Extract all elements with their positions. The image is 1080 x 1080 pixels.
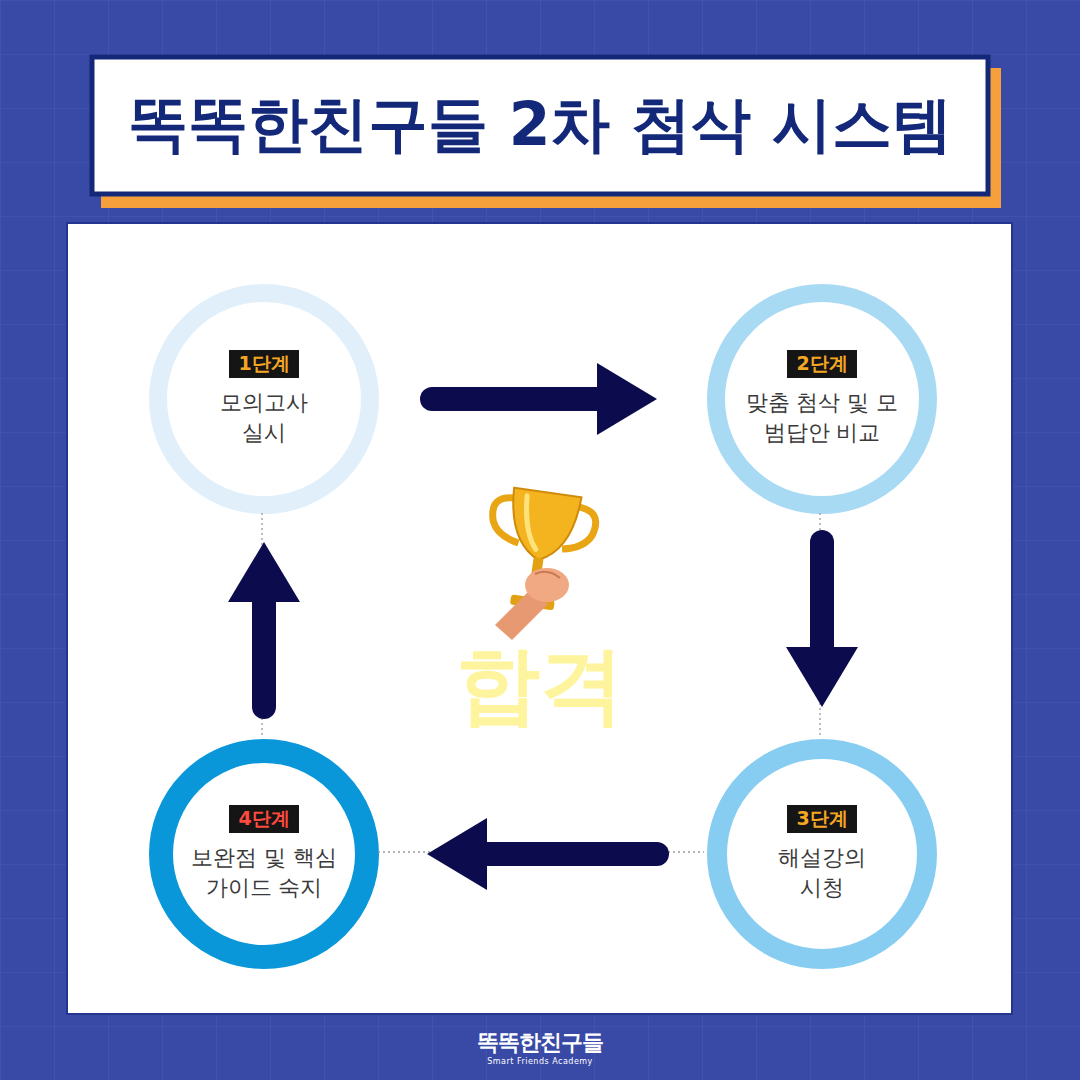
step-badge: 1단계 — [229, 350, 298, 378]
dotted-guide — [261, 513, 262, 736]
step-text: 해설강의 시청 — [767, 843, 877, 902]
circle-ring — [158, 293, 370, 505]
flow-arrow — [810, 542, 834, 667]
step-circle: 3단계해설강의 시청 — [707, 739, 937, 969]
step-badge: 3단계 — [787, 805, 856, 833]
logo-text: 똑똑한친구들 — [0, 1028, 1080, 1058]
content-panel: 합격 1단계모의고사 실시 2단계맞춤 첨삭 및 모범답안 비교 3단계해설강의 시청… — [66, 222, 1013, 1015]
circle-ring — [717, 749, 927, 959]
step-text: 맞춤 첨삭 및 모범답안 비교 — [742, 388, 902, 447]
trophy-handle — [489, 495, 525, 543]
trophy-cup — [505, 488, 582, 565]
step-text: 모의고사 실시 — [209, 388, 319, 447]
trophy-handle — [562, 506, 598, 554]
fist — [525, 568, 569, 602]
circle-ring — [161, 751, 367, 957]
step-badge: 2단계 — [787, 350, 856, 378]
step-circle: 1단계모의고사 실시 — [149, 284, 379, 514]
logo-subtitle: Smart Friends Academy — [0, 1057, 1080, 1066]
title-box — [92, 57, 988, 194]
flow-arrow — [252, 582, 276, 707]
step-text: 보완점 및 핵심 가이드 숙지 — [184, 843, 344, 902]
dotted-guide — [819, 513, 820, 736]
center-label: 합격 — [68, 629, 1011, 743]
trophy-stem — [530, 557, 544, 584]
hand-illustration — [495, 568, 569, 640]
trophy-illustration — [480, 485, 599, 614]
step-circle: 2단계맞춤 첨삭 및 모범답안 비교 — [707, 284, 937, 514]
flow-arrow — [432, 387, 617, 411]
step-badge: 4단계 — [229, 805, 298, 833]
flow-arrow — [467, 842, 657, 866]
trophy-shine — [520, 496, 543, 550]
arm — [495, 590, 548, 640]
dotted-guide — [378, 851, 704, 852]
circle-ring — [716, 293, 928, 505]
title: 똑똑한친구들 2차 첨삭 시스템 — [92, 57, 988, 194]
finger-line — [535, 572, 560, 578]
trophy-base — [510, 594, 555, 610]
step-circle: 4단계보완점 및 핵심 가이드 숙지 — [149, 739, 379, 969]
